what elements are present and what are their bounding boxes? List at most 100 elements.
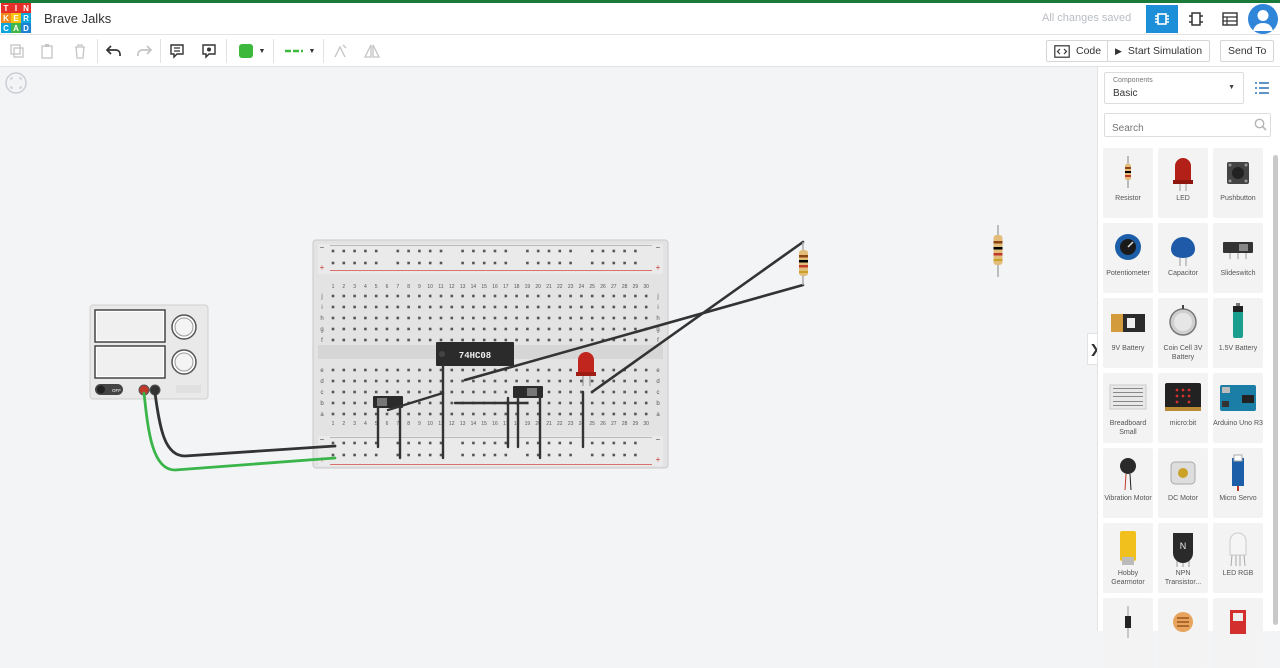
panel-scrollbar[interactable] bbox=[1273, 155, 1278, 625]
led-icon bbox=[1163, 152, 1203, 192]
component-tile-micro-bit[interactable]: micro:bit bbox=[1158, 373, 1208, 443]
component-tile-breadboard-small[interactable]: Breadboard Small bbox=[1103, 373, 1153, 443]
column-number-bottom: 5 bbox=[375, 421, 378, 427]
circuit-drawing[interactable]: OFF 112233445566778899101011111212131314… bbox=[0, 67, 1097, 631]
row-letter: i bbox=[321, 305, 322, 311]
jumper-wires[interactable] bbox=[376, 364, 585, 460]
row-letter: e bbox=[320, 368, 324, 374]
component-tile-dc-motor[interactable]: DC Motor bbox=[1158, 448, 1208, 518]
component-tile-vibration-motor[interactable]: Vibration Motor bbox=[1103, 448, 1153, 518]
component-tile-photoresistor-icon[interactable] bbox=[1158, 598, 1208, 668]
component-tile-capacitor[interactable]: Capacitor bbox=[1158, 223, 1208, 293]
component-tile-diode-icon[interactable] bbox=[1103, 598, 1153, 668]
column-number-bottom: 24 bbox=[579, 421, 585, 427]
slide-switch-1[interactable] bbox=[373, 396, 403, 408]
fit-view-icon[interactable] bbox=[5, 72, 27, 94]
column-number-bottom: 3 bbox=[353, 421, 356, 427]
component-library-dropdown[interactable]: Components Basic ▼ bbox=[1104, 72, 1244, 104]
component-tile-1-5v-battery[interactable]: 1.5V Battery bbox=[1213, 298, 1263, 368]
send-to-button[interactable]: Send To bbox=[1220, 40, 1275, 62]
start-simulation-button[interactable]: ▶ Start Simulation bbox=[1107, 40, 1211, 62]
component-tile-coin-cell-3v-battery[interactable]: Coin Cell 3V Battery bbox=[1158, 298, 1208, 368]
schematic-icon bbox=[1189, 12, 1203, 26]
led-red[interactable] bbox=[576, 352, 596, 386]
row-letter: b bbox=[320, 401, 324, 407]
redo-button[interactable] bbox=[134, 40, 154, 62]
component-tile-led[interactable]: LED bbox=[1158, 148, 1208, 218]
slide-switch-2[interactable] bbox=[513, 386, 543, 398]
rail-polarity-sign: − bbox=[320, 435, 325, 444]
code-button[interactable]: Code bbox=[1046, 40, 1110, 62]
rail-polarity-sign: − bbox=[320, 243, 325, 252]
power-supply[interactable]: OFF bbox=[89, 304, 209, 400]
column-number-bottom: 11 bbox=[438, 421, 443, 427]
component-label: Micro Servo bbox=[1219, 495, 1257, 502]
rail-polarity-sign: − bbox=[656, 435, 661, 444]
component-label: Hobby Gearmotor bbox=[1111, 570, 1145, 586]
row-letter: f bbox=[321, 338, 323, 344]
copy-button[interactable] bbox=[7, 40, 27, 62]
component-tile-hobby-gearmotor[interactable]: Hobby Gearmotor bbox=[1103, 523, 1153, 593]
circuit-view-button[interactable] bbox=[1146, 5, 1178, 33]
note-icon bbox=[170, 44, 184, 59]
notes-button[interactable] bbox=[167, 40, 187, 62]
component-tile-resistor[interactable]: Resistor bbox=[1103, 148, 1153, 218]
component-tile-9v-battery[interactable]: 9V Battery bbox=[1103, 298, 1153, 368]
column-number-top: 1 bbox=[332, 284, 335, 290]
toggle-notes-button[interactable] bbox=[199, 40, 219, 62]
component-tile-led-rgb[interactable]: LED RGB bbox=[1213, 523, 1263, 593]
component-tile-potentiometer[interactable]: Potentiometer bbox=[1103, 223, 1153, 293]
dropdown-value: Basic bbox=[1113, 88, 1138, 99]
component-label: LED bbox=[1176, 195, 1190, 202]
flip-button[interactable] bbox=[362, 40, 382, 62]
component-tile-pushbutton[interactable]: Pushbutton bbox=[1213, 148, 1263, 218]
user-avatar[interactable] bbox=[1248, 4, 1278, 34]
component-search-input[interactable] bbox=[1104, 113, 1271, 137]
wire-type-icon bbox=[284, 49, 303, 53]
column-number-bottom: 26 bbox=[600, 421, 606, 427]
wire-color-picker[interactable]: ▼ bbox=[234, 40, 270, 62]
logo-letter: R bbox=[21, 13, 31, 23]
rail-polarity-sign: − bbox=[656, 243, 661, 252]
design-title[interactable]: Brave Jalks bbox=[44, 11, 112, 26]
logo-letter: K bbox=[1, 13, 11, 23]
coin-cell-icon bbox=[1163, 302, 1203, 342]
component-tile-sensor-icon[interactable] bbox=[1213, 598, 1263, 668]
column-number-top: 30 bbox=[643, 284, 649, 290]
row-letter: d bbox=[320, 379, 323, 385]
column-number-top: 27 bbox=[611, 284, 617, 290]
schematic-view-button[interactable] bbox=[1180, 5, 1212, 33]
component-label: Capacitor bbox=[1168, 270, 1198, 277]
component-tile-slideswitch[interactable]: Slideswitch bbox=[1213, 223, 1263, 293]
row-letter: g bbox=[320, 327, 323, 333]
paste-button[interactable] bbox=[37, 40, 57, 62]
column-number-top: 29 bbox=[633, 284, 639, 290]
column-number-top: 21 bbox=[546, 284, 552, 290]
component-list-button[interactable] bbox=[1214, 5, 1246, 33]
rotate-button[interactable] bbox=[330, 40, 350, 62]
copy-icon bbox=[10, 44, 24, 58]
logic-ic-chip[interactable]: 74HC08 bbox=[436, 342, 514, 366]
list-view-button[interactable] bbox=[1251, 78, 1273, 98]
column-number-top: 16 bbox=[492, 284, 498, 290]
column-number-bottom: 8 bbox=[407, 421, 410, 427]
dc-motor-icon bbox=[1163, 452, 1203, 492]
undo-button[interactable] bbox=[104, 40, 124, 62]
column-number-top: 26 bbox=[600, 284, 606, 290]
power-wires[interactable] bbox=[142, 391, 337, 472]
breadboard[interactable]: 1122334455667788991010111112121313141415… bbox=[312, 239, 669, 469]
resistor-wires[interactable] bbox=[463, 240, 805, 394]
wire-type-picker[interactable]: ▼ bbox=[281, 40, 319, 62]
logo-letter: C bbox=[1, 23, 11, 33]
resistor-loose[interactable] bbox=[993, 225, 1003, 277]
component-tile-micro-servo[interactable]: Micro Servo bbox=[1213, 448, 1263, 518]
resistor-on-wire[interactable] bbox=[799, 242, 808, 285]
delete-button[interactable] bbox=[70, 40, 90, 62]
toolbar-divider bbox=[160, 39, 161, 63]
component-tile-arduino-uno-r3[interactable]: Arduino Uno R3 bbox=[1213, 373, 1263, 443]
column-number-top: 7 bbox=[396, 284, 399, 290]
column-number-top: 8 bbox=[407, 284, 410, 290]
